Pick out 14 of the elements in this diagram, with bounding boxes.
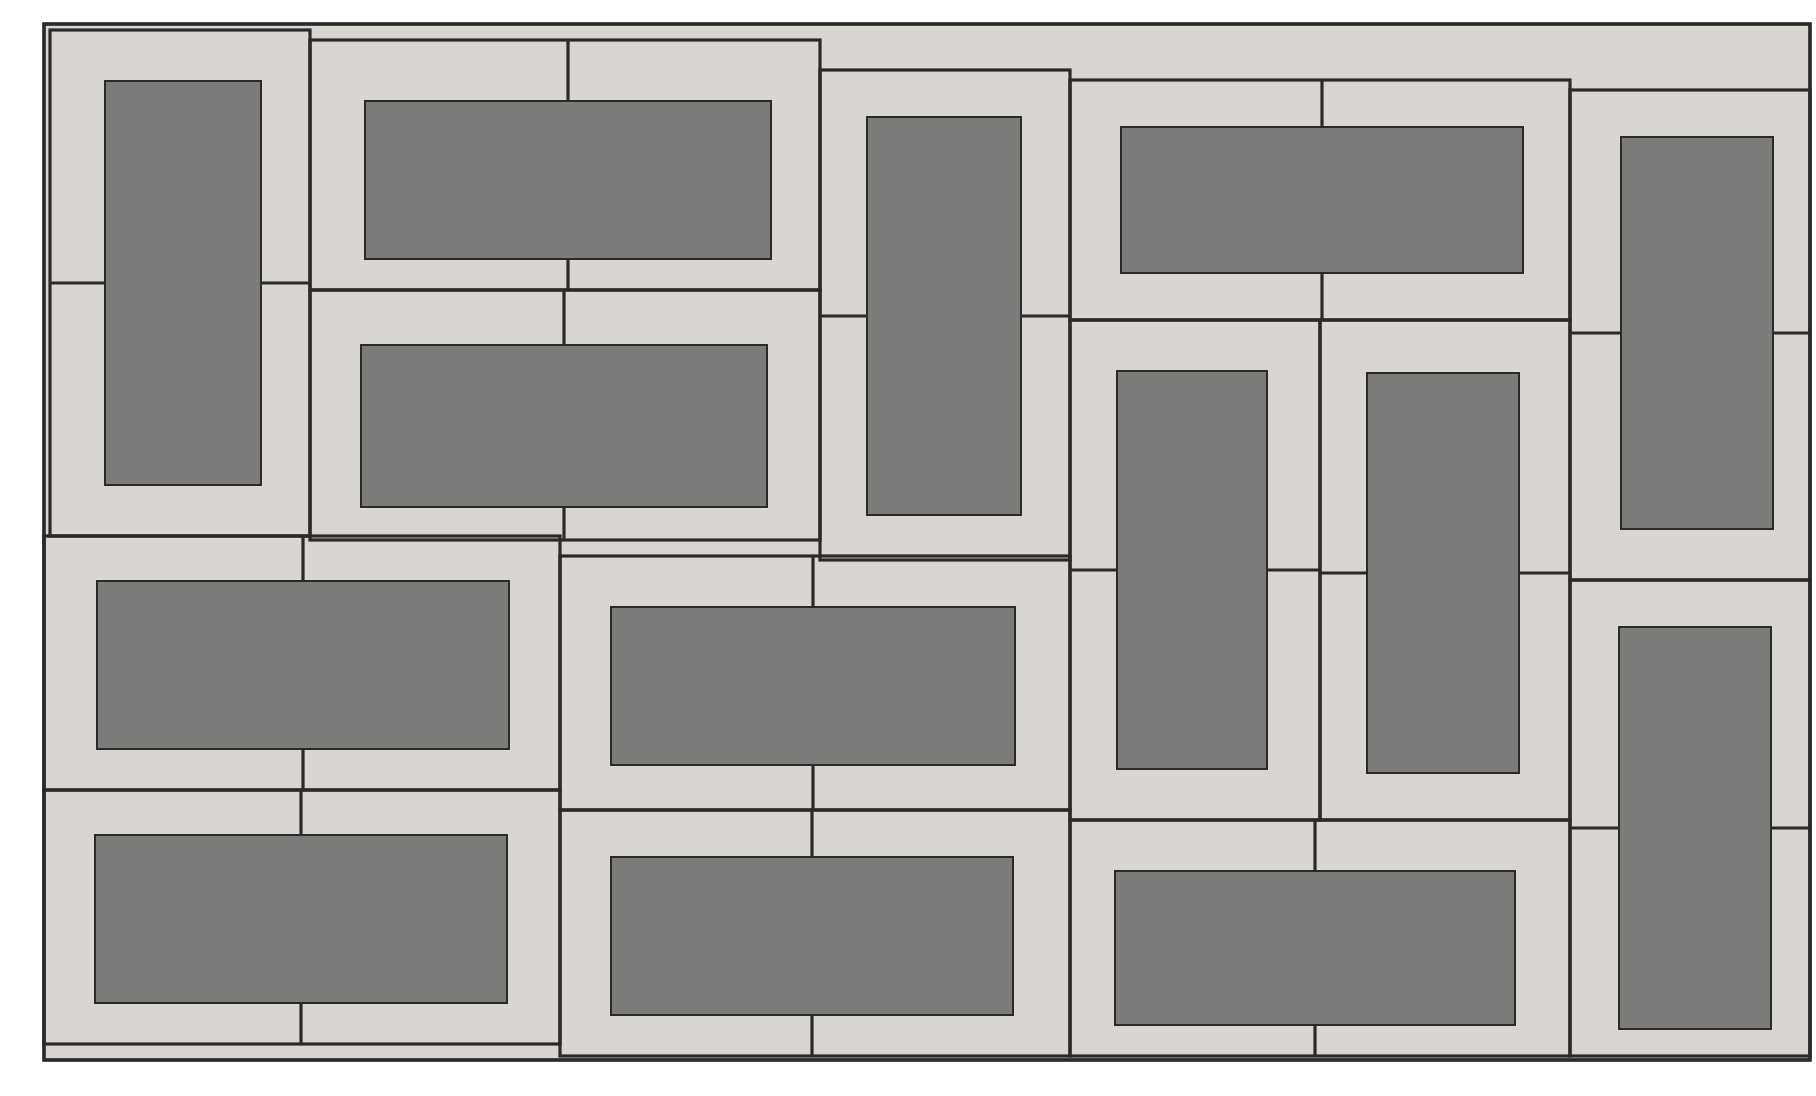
shaded-rectangle — [1618, 626, 1772, 1030]
shaded-rectangle — [96, 580, 510, 750]
shaded-rectangle — [1114, 870, 1516, 1026]
shaded-rectangle — [104, 80, 262, 486]
shaded-rectangle — [610, 856, 1014, 1016]
shaded-rectangle — [1116, 370, 1268, 770]
shaded-rectangle — [610, 606, 1016, 766]
shaded-rectangle — [94, 834, 508, 1004]
shaded-rectangle — [364, 100, 772, 260]
shaded-rectangle — [1120, 126, 1524, 274]
shaded-rectangle — [866, 116, 1022, 516]
shaded-rectangle — [1366, 372, 1520, 774]
shaded-rectangle — [360, 344, 768, 508]
shaded-rectangle — [1620, 136, 1774, 530]
